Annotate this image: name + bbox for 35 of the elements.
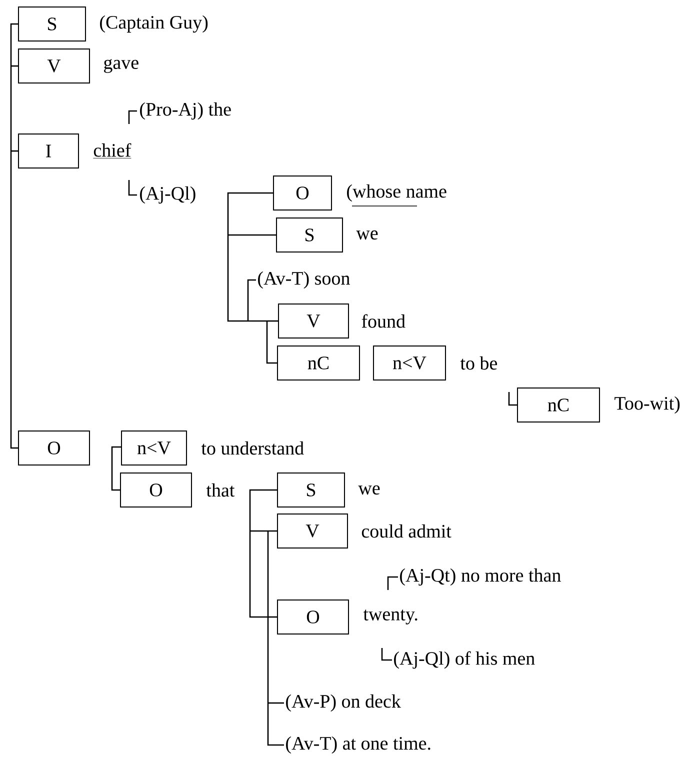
modifier-text: (Aj-Ql) of his men — [394, 651, 535, 669]
grammar-box: O — [277, 600, 349, 634]
grammar-box: nC — [517, 388, 600, 422]
word-text: found — [362, 314, 406, 328]
word-text: to be — [460, 356, 497, 370]
word-text: could admit — [362, 524, 452, 538]
word-text: we — [356, 230, 378, 240]
grammar-box: nC — [277, 346, 360, 380]
grammar-box: O — [273, 176, 332, 210]
word-text: to understand — [201, 441, 304, 455]
grammar-box: O — [120, 472, 192, 508]
grammar-box: V — [277, 514, 348, 548]
modifier-text: (Av-T) at one time. — [286, 736, 430, 754]
word-text: we — [358, 485, 380, 495]
modifier-text: (Pro-Aj) the — [140, 102, 231, 120]
grammar-box: n<V — [373, 346, 446, 380]
modifier-text: (Aj-Ql) — [140, 186, 196, 204]
grammar-box: S — [277, 472, 345, 508]
grammar-box: S — [276, 218, 343, 252]
word-text: (whose name — [347, 184, 446, 202]
modifier-text: (Av-P) on deck — [286, 694, 401, 712]
grammar-box: I — [18, 134, 79, 168]
grammar-box: n<V — [121, 430, 187, 466]
word-text: (Captain Guy) — [100, 15, 208, 33]
word-text: gave — [104, 59, 138, 73]
grammar-box: V — [278, 304, 349, 338]
word-text: chief — [93, 143, 132, 158]
modifier-text: (Aj-Qt) no more than — [400, 568, 561, 586]
grammar-box: V — [18, 48, 90, 84]
grammar-box: O — [18, 430, 90, 466]
modifier-text: (Av-T) soon — [258, 271, 350, 289]
word-text: twenty. — [363, 610, 418, 624]
grammar-box: S — [18, 6, 86, 42]
word-text: Too-wit) — [614, 396, 680, 414]
word-text: that — [206, 483, 235, 497]
